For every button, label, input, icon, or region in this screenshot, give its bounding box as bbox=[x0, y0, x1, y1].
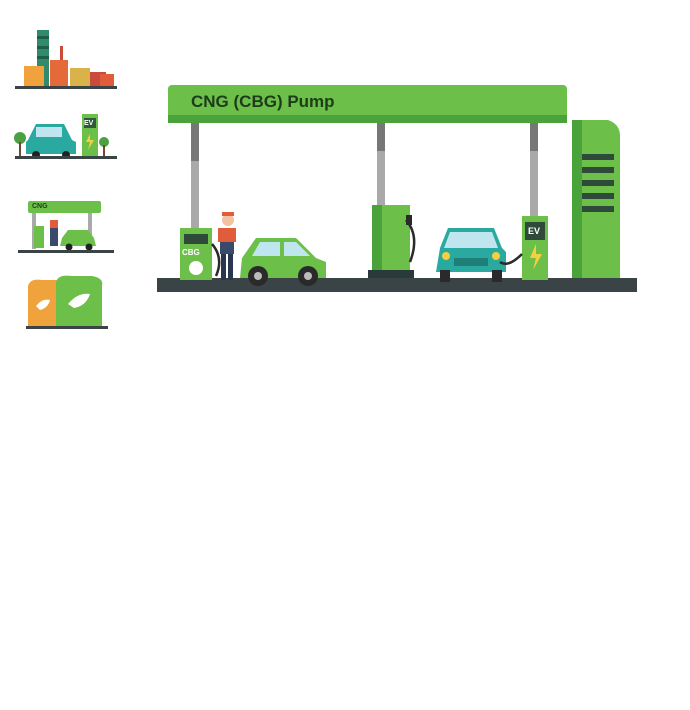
ev-thumb-label: EV bbox=[84, 120, 94, 127]
pump-station-scene bbox=[157, 85, 637, 292]
leaf-icon bbox=[68, 293, 90, 308]
canopy-title: CNG (CBG) Pump bbox=[191, 92, 335, 111]
biogas-plant-thumb[interactable] bbox=[12, 28, 122, 92]
ev-charging-thumb[interactable]: EV bbox=[12, 112, 122, 164]
cng-station-thumb[interactable]: CNG bbox=[12, 198, 122, 258]
cng-thumb-label: CNG bbox=[32, 203, 48, 210]
cbg-dispenser bbox=[180, 228, 221, 280]
fertilizer-bag-icon bbox=[26, 275, 108, 329]
biogas-plant-icon bbox=[15, 30, 117, 89]
teal-car bbox=[436, 228, 506, 282]
cbg-pump-label: CBG bbox=[182, 248, 200, 257]
green-car bbox=[240, 238, 326, 286]
lightning-icon bbox=[530, 244, 542, 270]
ev-car-icon bbox=[14, 114, 117, 159]
ev-pump-label: EV bbox=[528, 226, 541, 236]
attendant-figure bbox=[218, 212, 236, 280]
canopy bbox=[168, 85, 567, 123]
cng-station-icon bbox=[18, 201, 114, 253]
ground bbox=[157, 278, 637, 292]
price-board bbox=[572, 120, 620, 278]
fertilizer-bags-thumb[interactable] bbox=[12, 272, 122, 334]
ev-charger bbox=[499, 216, 548, 280]
center-dispenser bbox=[368, 205, 416, 278]
